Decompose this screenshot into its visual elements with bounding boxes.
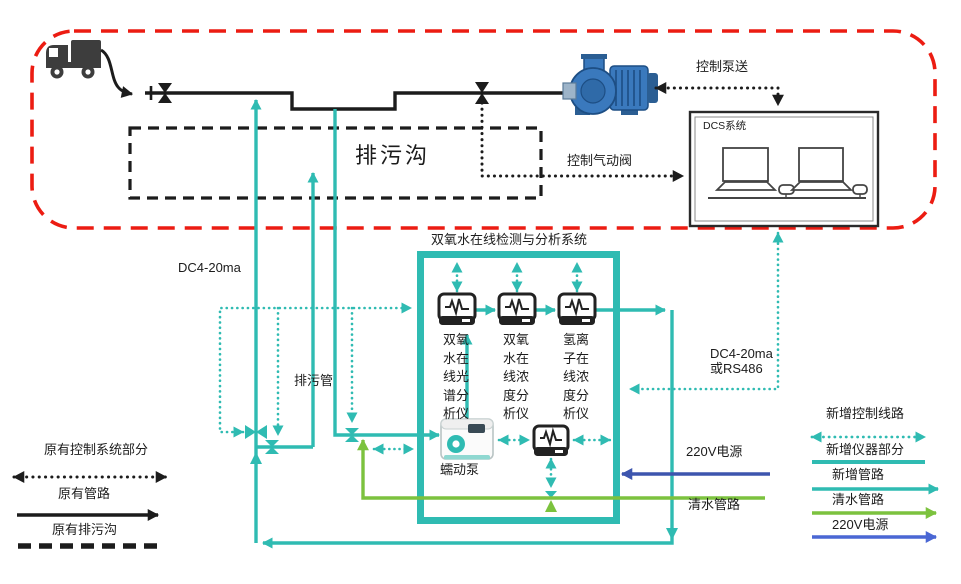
analyzer-icon — [437, 292, 477, 325]
clean-water-valve-half — [545, 500, 557, 512]
valve-control-dotted-line — [480, 101, 685, 182]
flow-up-arrow — [250, 452, 262, 464]
cleanwater-valve-icon — [545, 491, 557, 498]
analyzer2-label: 双氧水在线浓度分析仪 — [503, 332, 530, 421]
pneumatic-valve-icon — [475, 82, 489, 104]
analyzer3-label: 氢离子在线浓度分析仪 — [563, 332, 590, 421]
workstation-icon — [789, 147, 868, 198]
dcs-title: DCS系统 — [703, 120, 747, 132]
legend-original-ditch-label: 原有排污沟 — [52, 522, 118, 537]
dcs-link-label-line1: DC4-20ma — [710, 346, 773, 361]
legend-power-label: 220V电源 — [832, 517, 889, 532]
pump-control-dotted-line — [654, 82, 784, 107]
legend-new-pipe-label: 新增管路 — [832, 467, 885, 482]
clean-water-label: 清水管路 — [688, 497, 741, 512]
legend-original-pipe-label: 原有管路 — [58, 486, 111, 501]
truck-icon — [46, 40, 101, 79]
branch-valve-icon — [265, 440, 279, 454]
valve-control-label: 控制气动阀 — [567, 153, 633, 168]
pump-control-label: 控制泵送 — [696, 59, 749, 74]
truck-feed-arrow — [100, 48, 134, 98]
peristaltic-pump-label: 蠕动泵 — [440, 462, 480, 477]
sensor-icon — [532, 424, 570, 456]
analyzer-icon — [497, 292, 537, 325]
drain-pipe-label: 排污管 — [294, 373, 334, 388]
analyzer-icon — [557, 292, 597, 325]
analyzer1-label: 双氧水在线光谱分析仪 — [443, 332, 470, 421]
original-system-boundary — [30, 29, 937, 230]
centrifugal-pump-icon — [562, 54, 658, 115]
clean-water-line — [357, 438, 765, 500]
dcs-link-label: DC4-20ma 或RS486 — [710, 346, 784, 377]
power-label: 220V电源 — [686, 444, 743, 459]
legend-new-control-label: 新增控制线路 — [826, 406, 905, 421]
analysis-system-box — [417, 251, 620, 524]
workstation-icon — [714, 147, 795, 198]
analyzer-to-valves-control-line — [218, 302, 413, 438]
dcs-link-label-line2: 或RS486 — [710, 360, 763, 376]
legend-clean-water-label: 清水管路 — [832, 492, 885, 507]
flow-down-arrow — [666, 528, 678, 540]
dcs-box — [688, 110, 880, 228]
dcs-link-dotted-line — [628, 231, 784, 395]
manual-valve-icon — [158, 83, 172, 103]
peristaltic-pump-icon — [440, 418, 494, 460]
main-pipeline — [145, 91, 575, 111]
legend-original-control-label: 原有控制系统部分 — [44, 442, 149, 457]
analysis-system-title: 双氧水在线检测与分析系统 — [431, 232, 588, 247]
legend-new-instrument-label: 新增仪器部分 — [826, 442, 905, 457]
sewage-ditch-label: 排污沟 — [355, 143, 431, 168]
dc420ma-label: DC4-20ma — [178, 260, 241, 275]
